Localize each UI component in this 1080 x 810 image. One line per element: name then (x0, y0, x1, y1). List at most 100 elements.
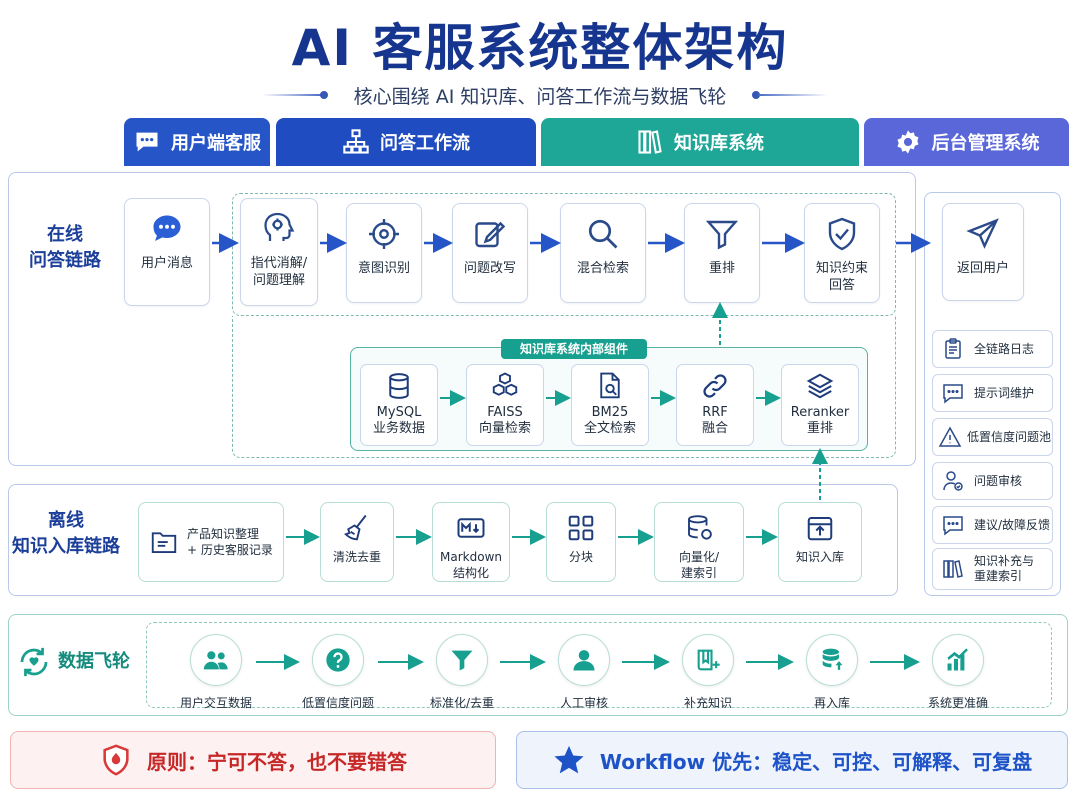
flywheel-label: 数据飞轮 (58, 651, 130, 672)
admin-item-review-label: 问题审核 (974, 473, 1023, 488)
node-user-message: 用户消息 (124, 198, 210, 306)
fw-human-review-label: 人工审核 (559, 696, 608, 710)
node-rewrite: 问题改写 (452, 203, 528, 303)
off-ingest-label: 知识入库 (795, 550, 844, 564)
kb-faiss-label: FAISS 向量检索 (478, 405, 531, 436)
node-intent: 意图识别 (346, 203, 422, 303)
fw-low-confidence-circle (312, 634, 364, 686)
document-search-icon (600, 372, 620, 399)
database-icon (389, 373, 409, 399)
layers-icon (806, 373, 834, 399)
node-constrained-answer-label: 知识约束 回答 (815, 261, 868, 293)
head-brain-icon (264, 212, 295, 241)
node-user-message-label: 用户消息 (140, 256, 193, 271)
header-kb-system: 知识库系统 (541, 118, 859, 166)
off-clean-label: 清洗去重 (332, 550, 381, 564)
fw-low-confidence-label: 低置信度问题 (301, 696, 374, 710)
off-clean: 清洗去重 (320, 502, 394, 582)
gear-icon (897, 130, 918, 154)
header-admin-label: 后台管理系统 (931, 133, 1040, 154)
books-icon (638, 130, 662, 154)
fw-human-review-circle (558, 634, 610, 686)
admin-item-feedback-label: 建议/故障反馈 (974, 517, 1051, 532)
upload-box-icon (807, 517, 833, 541)
principle-right: Workflow 优先：稳定、可控、可解释、可复盘 (516, 731, 1068, 789)
header-user-service: 用户端客服 (124, 118, 270, 166)
fw-user-data-label: 用户交互数据 (179, 696, 252, 710)
admin-item-reindex[interactable]: 知识补充与 重建索引 (932, 548, 1053, 590)
target-icon (369, 219, 399, 249)
edit-icon (475, 221, 506, 248)
link-icon (703, 374, 727, 398)
database-sync-icon (688, 515, 712, 540)
user-check-icon (943, 471, 963, 491)
send-icon (966, 218, 999, 249)
kb-faiss: FAISS 向量检索 (466, 364, 544, 446)
shield-check-icon (828, 217, 856, 251)
off-product-knowledge-label: 产品知识整理 + 历史客服记录 (187, 527, 273, 557)
markdown-icon (457, 518, 485, 538)
page-title: AI 客服系统整体架构 (291, 19, 789, 77)
node-coreference-label: 指代消解/ 问题理解 (250, 256, 308, 288)
star-icon (554, 745, 584, 774)
fw-supplement-circle (682, 634, 734, 686)
admin-item-review[interactable]: 问题审核 (932, 462, 1053, 500)
admin-item-prompts[interactable]: 提示词维护 (932, 374, 1053, 412)
grid-icon (568, 515, 594, 541)
kb-rrf-label: RRF 融合 (701, 405, 728, 436)
funnel-icon (451, 650, 473, 671)
fw-low-confidence: 低置信度问题 (290, 634, 386, 711)
header-workflow: 问答工作流 (276, 118, 536, 166)
fw-more-accurate-circle (932, 634, 984, 686)
off-product-knowledge: 产品知识整理 + 历史客服记录 (138, 502, 284, 582)
subtitle-line-right (758, 94, 828, 96)
admin-item-feedback[interactable]: 建议/故障反馈 (932, 506, 1053, 544)
books-icon (943, 560, 963, 578)
kb-reranker-label: Reranker 重排 (790, 405, 850, 436)
off-vectorize-label: 向量化/ 建索引 (678, 550, 720, 580)
node-return-user-label: 返回用户 (956, 261, 1009, 276)
node-rewrite-label: 问题改写 (463, 261, 516, 276)
header-kb-system-label: 知识库系统 (674, 133, 764, 154)
principle-left-text: 原则：宁可不答，也不要错答 (147, 749, 407, 774)
admin-item-prompts-label: 提示词维护 (974, 385, 1035, 400)
fw-reingest: 再入库 (784, 634, 880, 711)
header-user-service-label: 用户端客服 (171, 133, 261, 154)
off-chunk: 分块 (546, 502, 616, 582)
header-admin: 后台管理系统 (864, 118, 1069, 166)
node-hybrid-search-label: 混合检索 (576, 261, 629, 276)
subtitle-dot-left (320, 91, 328, 99)
fw-normalize-label: 标准化/去重 (429, 696, 495, 710)
node-rerank-label: 重排 (708, 261, 735, 276)
chart-up-icon (947, 648, 968, 671)
node-rerank: 重排 (684, 203, 760, 303)
clipboard-list-icon (945, 338, 961, 359)
offline-row-label: 离线 知识入库链路 (12, 510, 120, 557)
folder-doc-icon (151, 532, 177, 553)
subtitle-line-left (262, 94, 322, 96)
node-constrained-answer: 知识约束 回答 (804, 203, 880, 303)
node-hybrid-search: 混合检索 (560, 203, 646, 303)
fw-supplement: 补充知识 (660, 634, 756, 711)
admin-item-low-confidence[interactable]: 低置信度问题池 (932, 418, 1053, 456)
chat-bubble-icon (153, 215, 181, 241)
node-coreference: 指代消解/ 问题理解 (240, 198, 318, 306)
workflow-dashed-region (232, 193, 896, 316)
workflow-dashed-region-lower (232, 316, 896, 458)
kb-mysql-label: MySQL 业务数据 (372, 405, 425, 436)
off-ingest: 知识入库 (778, 502, 862, 582)
admin-item-logs-label: 全链路日志 (974, 341, 1035, 356)
off-markdown-label: Markdown 结构化 (440, 550, 502, 580)
admin-item-logs[interactable]: 全链路日志 (932, 330, 1053, 368)
filter-icon (705, 220, 739, 250)
kb-internal-tag: 知识库系统内部组件 (501, 339, 647, 359)
online-row-label: 在线 问答链路 (29, 224, 101, 271)
kb-bm25-label: BM25 全文检索 (583, 405, 636, 436)
principle-left: 原则：宁可不答，也不要错答 (10, 731, 496, 789)
book-plus-icon (697, 649, 720, 671)
subtitle-bar: 核心围绕 AI 知识库、问答工作流与数据飞轮 (0, 80, 1080, 108)
database-up-icon (822, 648, 843, 670)
admin-item-reindex-label: 知识补充与 重建索引 (974, 554, 1035, 583)
question-icon (326, 648, 350, 672)
fw-more-accurate: 系统更准确 (910, 634, 1006, 711)
